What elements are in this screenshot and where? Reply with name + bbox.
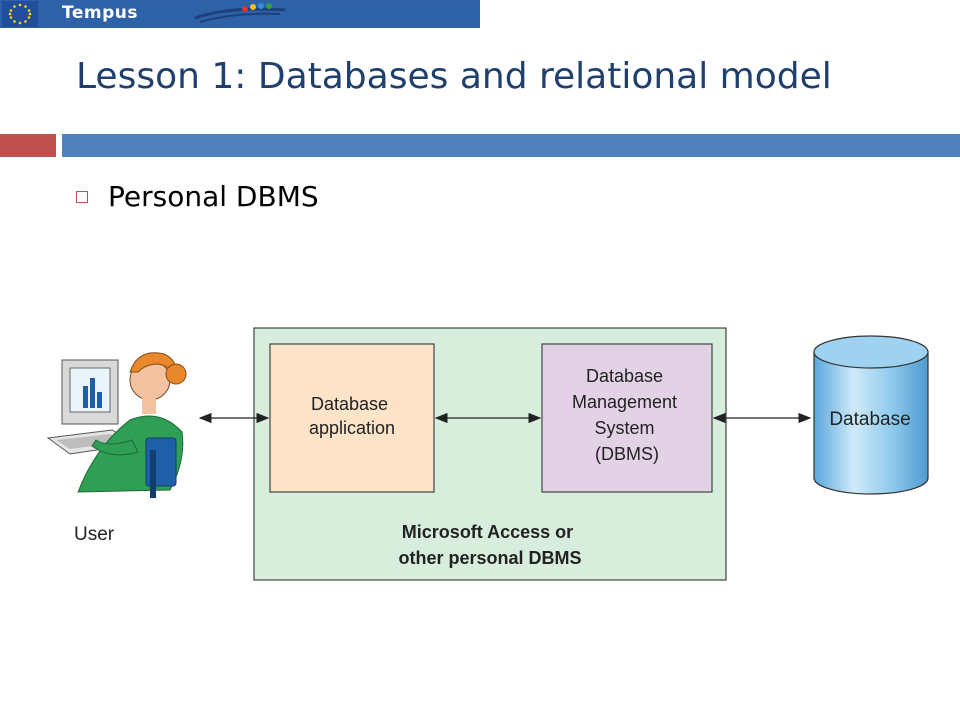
application-line-1: Database — [311, 394, 388, 414]
database-application-box — [269, 343, 435, 493]
application-label: Database application — [309, 394, 395, 438]
tempus-brand: Tempus — [62, 3, 138, 23]
slide-title: Lesson 1: Databases and relational model — [76, 56, 832, 97]
top-banner: Tempus — [0, 0, 480, 28]
dbms-label: Database Management System (DBMS) — [572, 366, 682, 464]
user-illustration — [46, 352, 187, 498]
eu-flag-icon — [2, 1, 38, 27]
dbms-line-1: Database — [586, 366, 663, 386]
accent-bar-blue — [62, 134, 960, 157]
container-line-2: other personal DBMS — [398, 548, 581, 568]
person-icon — [77, 352, 187, 498]
dbms-box — [541, 343, 713, 493]
dbms-line-3: System — [594, 418, 654, 438]
user-label: User — [74, 524, 115, 545]
container-label: Microsoft Access or other personal DBMS — [398, 522, 581, 568]
application-line-2: application — [309, 418, 395, 438]
database-cylinder-icon — [813, 335, 929, 495]
dbms-line-2: Management — [572, 392, 677, 412]
database-label: Database — [829, 409, 910, 430]
container-line-1: Microsoft Access or — [402, 522, 573, 542]
dbms-line-4: (DBMS) — [595, 444, 659, 464]
tempus-logo-icon — [194, 3, 286, 23]
accent-bar-red — [0, 134, 56, 157]
bullet-item: Personal DBMS — [108, 180, 319, 213]
bullet-square-icon — [76, 191, 88, 203]
